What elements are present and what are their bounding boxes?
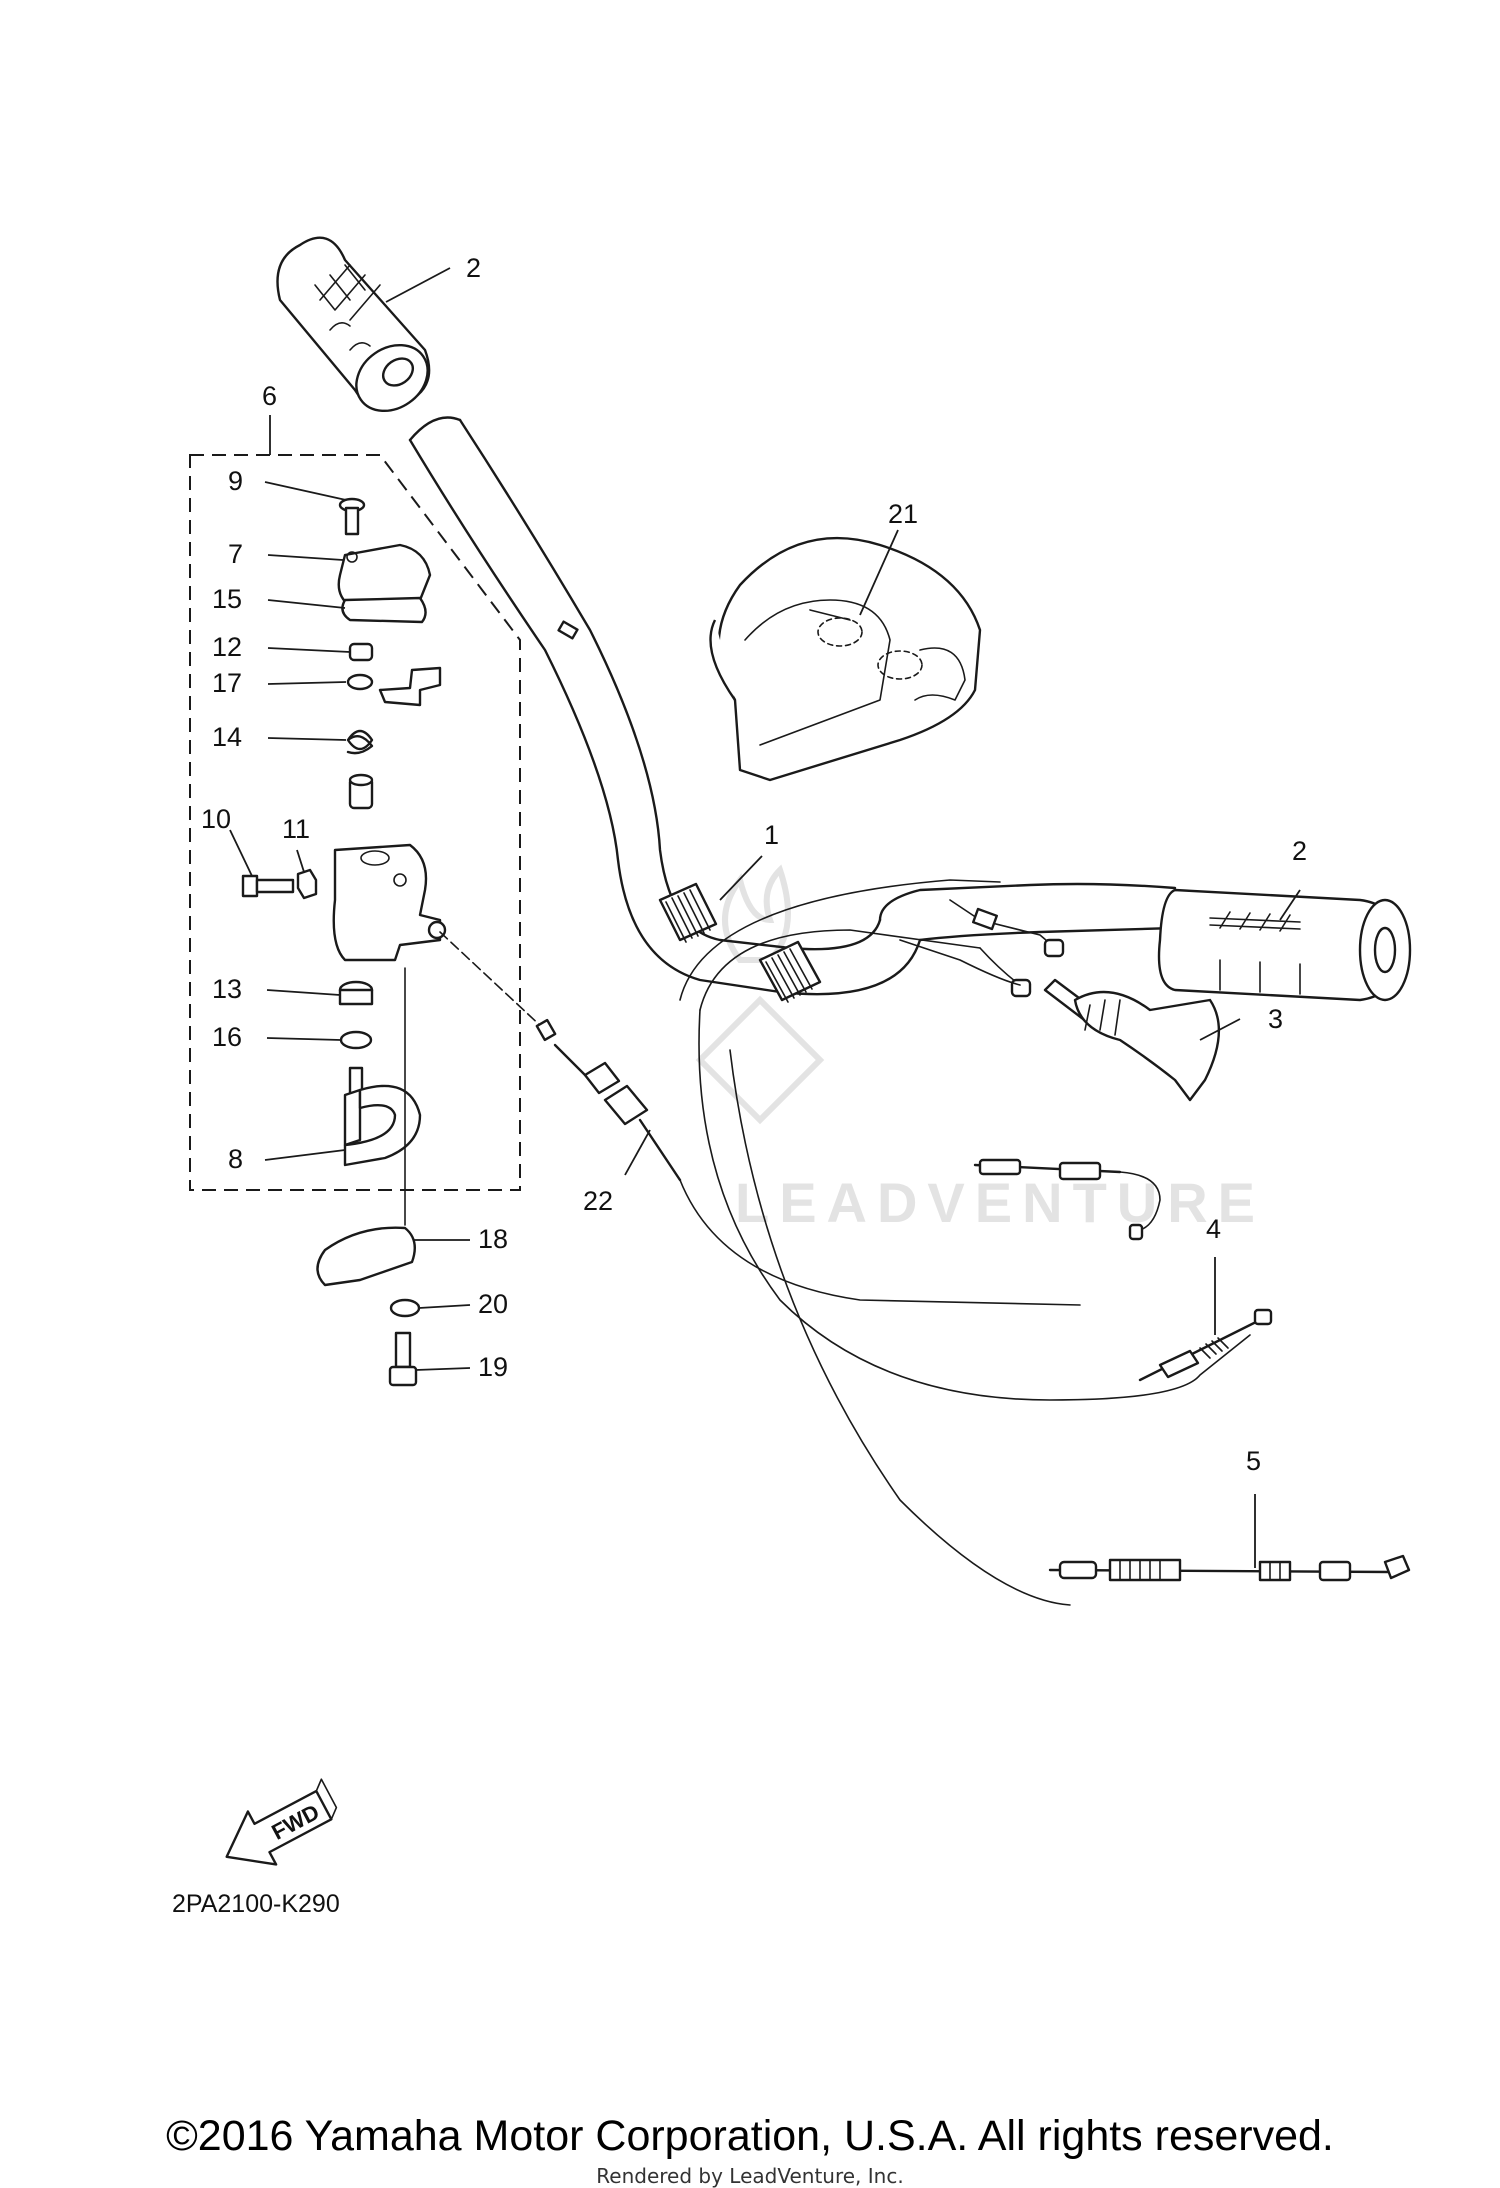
callout-15: 15 [212,584,242,614]
grip-right [1157,888,1412,1002]
fwd-arrow: FWD [225,1778,338,1866]
housing [332,843,447,962]
callout-22: 22 [583,1186,613,1216]
callout-4: 4 [1206,1214,1221,1244]
handlebar-wrap-right [758,940,822,1003]
copyright-text: ©2016 Yamaha Motor Corporation, U.S.A. A… [166,2112,1334,2160]
spring-14 [346,729,374,755]
collar [348,773,374,810]
cable-boot-3 [1043,978,1220,1102]
cable-22 [439,931,682,1182]
watermark: LEADVENTURE [695,864,1265,1234]
callout-18: 18 [478,1224,508,1254]
clamp-8 [343,1066,422,1167]
washer-20 [389,1298,421,1318]
callout-8: 8 [228,1144,243,1174]
callout-9: 9 [228,466,243,496]
callout-12: 12 [212,632,242,662]
cable-end-4 [1138,1308,1273,1382]
bolt-10 [241,874,295,898]
clamp-18 [316,1226,416,1287]
handlebar-cover [709,536,982,782]
callout-5: 5 [1246,1446,1261,1476]
washer-16 [339,1030,373,1050]
callout-1: 1 [764,820,779,850]
kit-boundary [189,454,521,1191]
callout-2-left: 2 [466,253,481,283]
gasket-15 [341,596,427,624]
callout-19: 19 [478,1352,508,1382]
leader-lines [229,267,1301,1568]
callout-2-right: 2 [1292,836,1307,866]
callout-10: 10 [201,804,231,834]
callout-11: 11 [282,814,310,844]
grip-left [276,236,431,413]
cable-end-choke [973,1158,1161,1241]
cable-main [679,879,1251,1606]
handlebar [408,416,1177,1003]
callout-3: 3 [1268,1004,1283,1034]
callout-13: 13 [212,974,242,1004]
callout-7: 7 [228,539,243,569]
throttle-assembly [241,497,447,1387]
callout-17: 17 [212,668,242,698]
cover-7 [337,543,432,608]
screw-9 [338,497,366,536]
nut-12 [348,642,374,662]
callout-21: 21 [888,499,918,529]
callout-6: 6 [262,381,277,411]
nut-11 [296,868,318,900]
rendered-by-text: Rendered by LeadVenture, Inc. [596,2164,904,2188]
callout-14: 14 [212,722,242,752]
drawing-code: 2PA2100-K290 [172,1890,340,1918]
bushing-13 [338,980,374,1006]
cable-end-5 [1048,1554,1411,1582]
watermark-text: LEADVENTURE [735,1171,1265,1234]
callout-20: 20 [478,1289,508,1319]
handlebar-wrap-left [658,882,718,943]
lever-17 [346,666,442,707]
callout-16: 16 [212,1022,242,1052]
bolt-19 [388,1331,418,1387]
callouts: 2 2 1 3 4 5 6 9 7 15 12 17 14 10 11 13 1… [201,253,1307,1476]
